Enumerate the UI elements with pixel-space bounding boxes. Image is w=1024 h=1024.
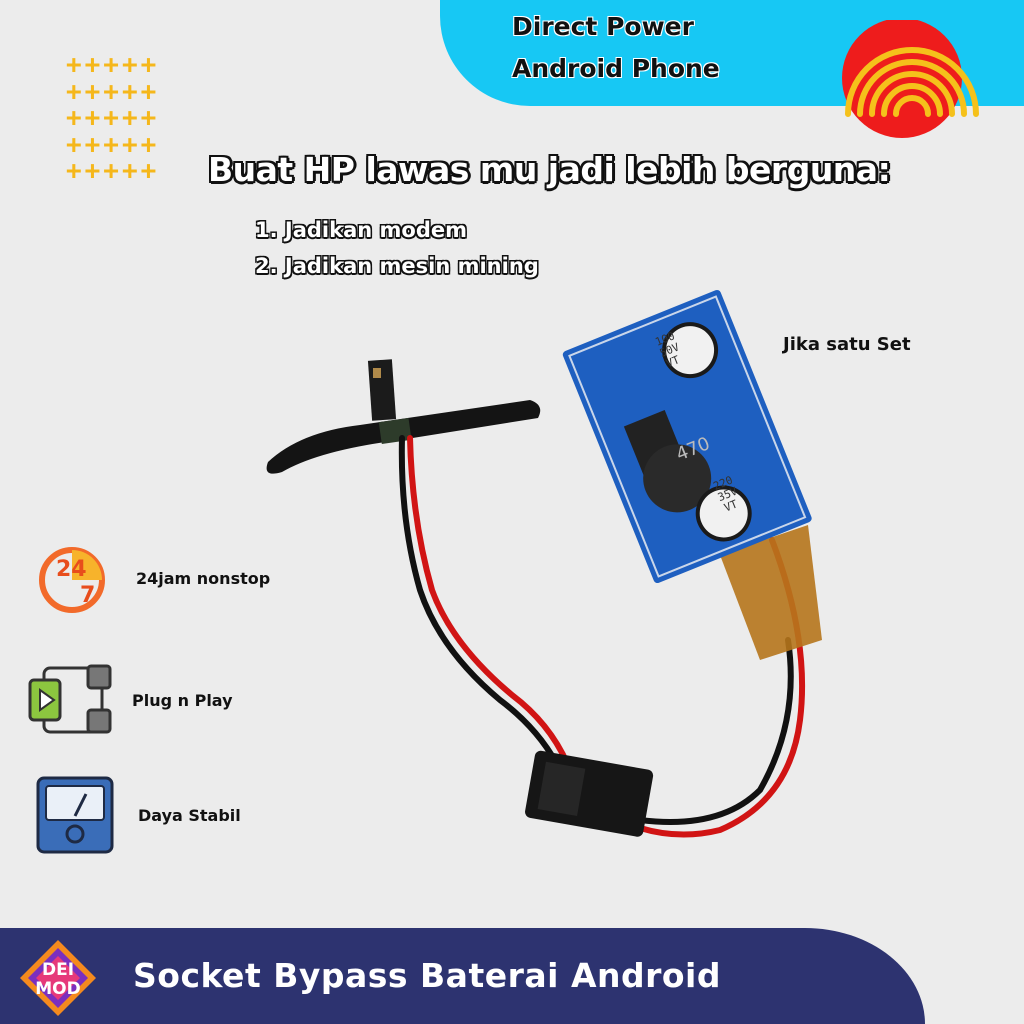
feature-label: Plug n Play xyxy=(132,690,233,710)
feature-24-7: 24 7 24jam nonstop xyxy=(36,542,270,614)
set-label: Jika satu Set xyxy=(783,334,911,355)
feature-plug-play: Plug n Play xyxy=(28,660,233,740)
plug-play-icon xyxy=(28,664,112,734)
svg-text:24: 24 xyxy=(56,557,87,582)
gauge-meter-icon xyxy=(36,776,114,854)
feature-label: 24jam nonstop xyxy=(136,568,271,588)
headline: Buat HP lawas mu jadi lebih berguna: xyxy=(208,150,891,189)
plus-decoration: +++++ +++++ +++++ +++++ +++++ xyxy=(66,52,159,185)
use-case-list: 1. Jadikan modem 2. Jadikan mesin mining xyxy=(255,212,539,284)
footer-title: Socket Bypass Baterai Android xyxy=(133,956,721,995)
cap1-label-3: VT xyxy=(664,353,682,370)
list-item: 2. Jadikan mesin mining xyxy=(255,254,539,278)
svg-text:7: 7 xyxy=(80,583,95,608)
plus-row: +++++ xyxy=(66,156,160,186)
plus-row: +++++ xyxy=(66,50,160,80)
feature-label: Daya Stabil xyxy=(138,805,241,825)
logo-text-1: DEI xyxy=(42,960,74,980)
feature-daya-stabil: Daya Stabil xyxy=(36,776,241,854)
24-7-clock-icon: 24 7 xyxy=(39,547,105,613)
cap2-label-3: VT xyxy=(722,497,740,514)
deimod-logo: DEI MOD xyxy=(20,940,96,1016)
wireless-signal-icon xyxy=(842,20,979,138)
banner-line2: Android Phone xyxy=(512,54,720,83)
banner-line1: Direct Power xyxy=(512,12,694,41)
list-item: 1. Jadikan modem xyxy=(255,218,467,242)
plus-row: +++++ xyxy=(66,76,160,107)
plus-row: +++++ xyxy=(66,103,160,133)
logo-text-2: MOD xyxy=(35,979,80,999)
footer-background xyxy=(0,928,925,1024)
plus-row: +++++ xyxy=(66,129,160,160)
footer: DEI MOD Socket Bypass Baterai Android xyxy=(0,928,1024,1024)
banner-title: Direct Power Android Phone xyxy=(512,4,720,92)
